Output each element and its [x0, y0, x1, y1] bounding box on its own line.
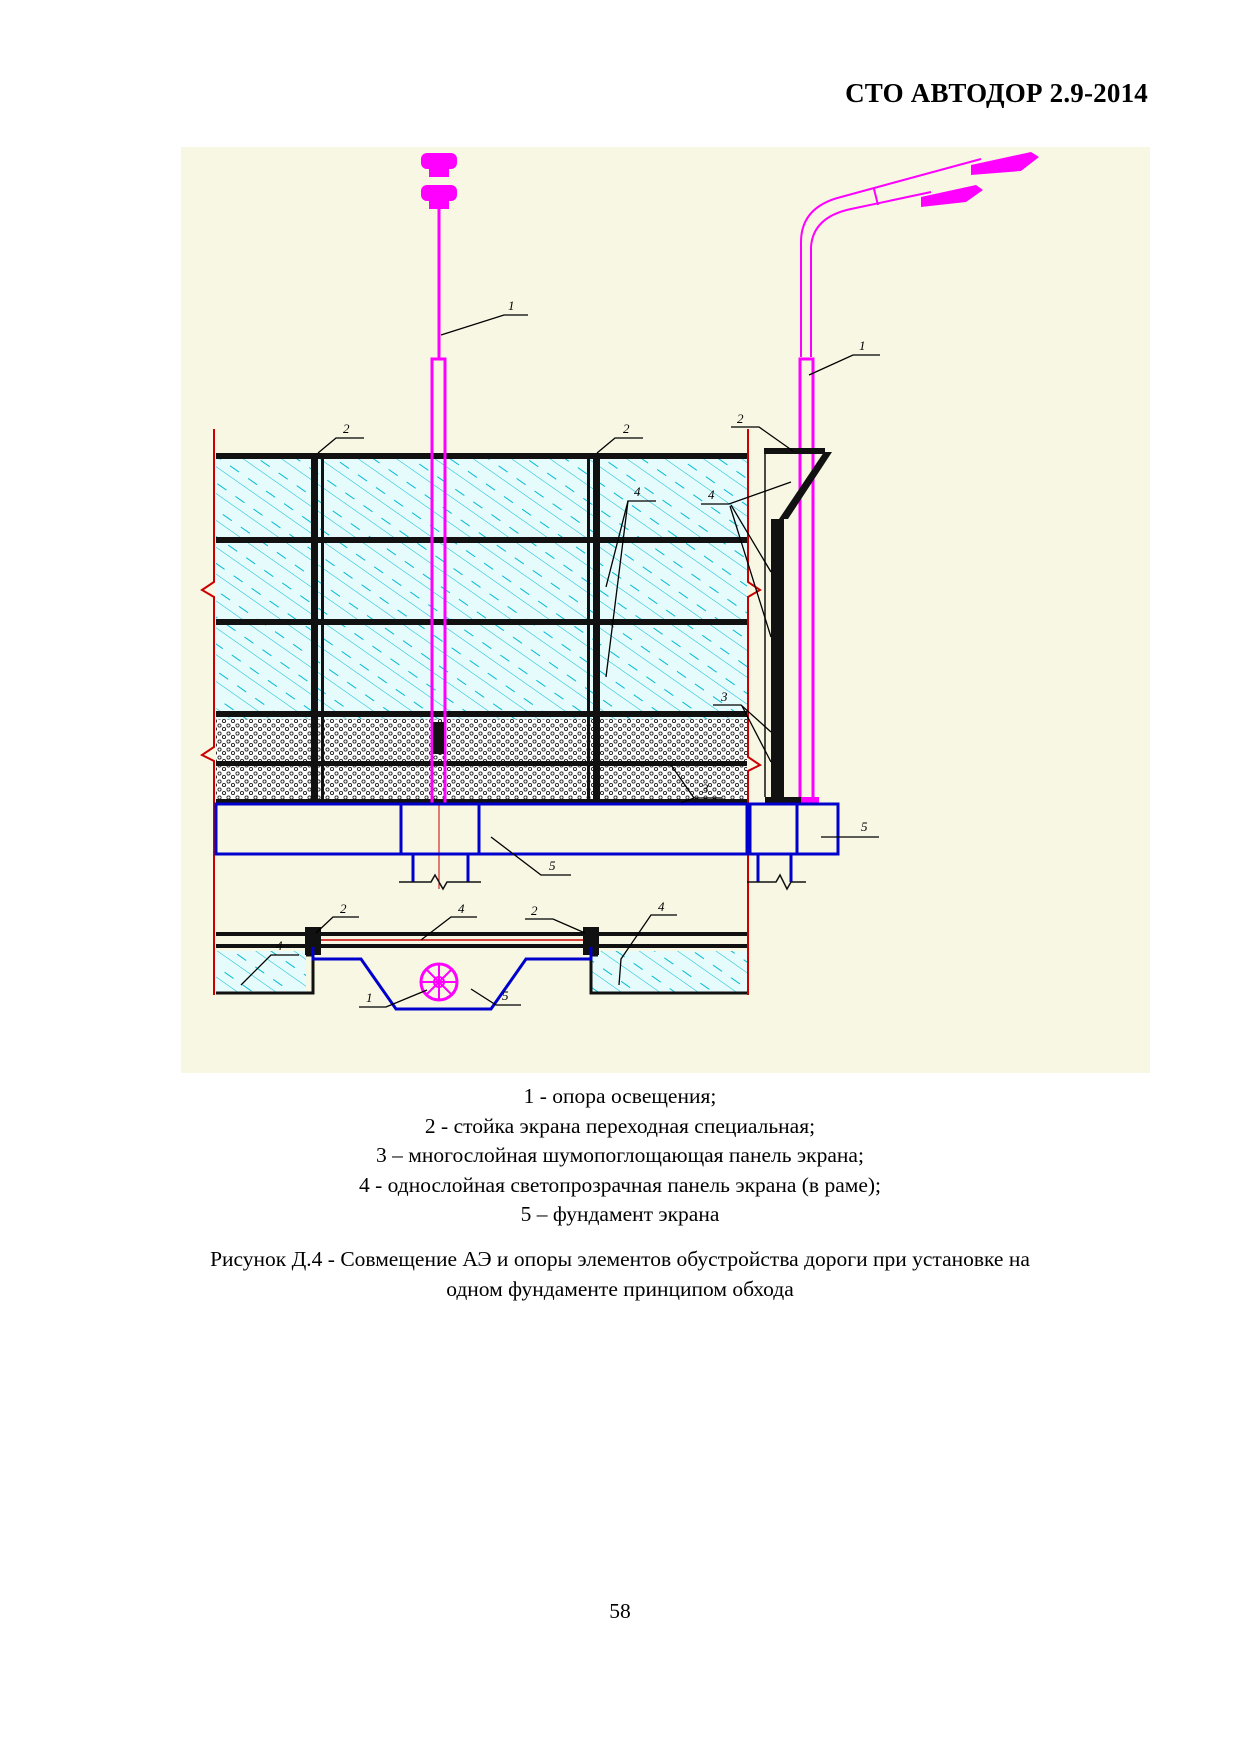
- plan-view: 4 2 4 2 4 1 5: [213, 899, 749, 1011]
- plan-post-right: [583, 927, 599, 955]
- legend-item: 2 - стойка экрана переходная специальная…: [424, 1113, 816, 1138]
- screen-post-right: [593, 453, 600, 801]
- plan-label-2-left: 2: [340, 901, 347, 916]
- glass-panel-hatch: [216, 457, 747, 719]
- side-pole-arm: [800, 158, 982, 357]
- plan-leader-2-left: [315, 916, 359, 934]
- screen-post-left: [311, 453, 318, 801]
- plan-leader-4-right: [618, 914, 677, 986]
- plan-label-1: 1: [366, 990, 373, 1005]
- rail: [216, 711, 747, 717]
- side-leader-3: [713, 704, 772, 733]
- side-label-4: 4: [708, 487, 715, 502]
- screen-post-right-inner: [587, 453, 590, 801]
- plan-leader-1: [359, 989, 428, 1008]
- rail: [216, 761, 747, 766]
- figure-legend: 1 - опора освещения; 2 - стойка экрана п…: [0, 1082, 1240, 1230]
- figure-caption-line: Рисунок Д.4 - Совмещение АЭ и опоры элем…: [210, 1247, 1030, 1271]
- document-code-header: СТО АВТОДОР 2.9-2014: [845, 78, 1148, 108]
- side-section: 1 2 4 3 5: [701, 152, 1039, 891]
- legend-item: 3 – многослойная шумопоглощающая панель …: [376, 1143, 864, 1167]
- plan-frame-left: [216, 953, 315, 995]
- rail: [216, 619, 747, 625]
- ground-break-line: [399, 873, 481, 891]
- plan-leader-4-mid: [420, 916, 477, 941]
- screen-post-left-inner: [321, 453, 324, 801]
- plan-label-4-right: 4: [658, 899, 665, 914]
- leader-3-front-b: [680, 797, 695, 804]
- foundation-block: [399, 802, 481, 856]
- plan-post-left: [305, 927, 321, 955]
- light-pole-lamp-top: [421, 153, 457, 169]
- leader-2-left: [317, 437, 364, 454]
- legend-item: 1 - опора освещения;: [523, 1084, 717, 1108]
- break-line-right: [747, 429, 762, 923]
- side-screen-curved-panel: [779, 452, 832, 519]
- plan-label-5: 5: [502, 988, 509, 1003]
- plan-rail-top: [216, 932, 747, 936]
- label-2-left: 2: [343, 421, 350, 436]
- foundation-beam: [214, 802, 749, 856]
- plan-leader-4-left: [240, 954, 299, 986]
- legend-item: 4 - однослойная светопрозрачная панель э…: [358, 1172, 882, 1197]
- side-pole-base: [797, 797, 819, 804]
- page-number: 58: [609, 1599, 631, 1623]
- rail: [216, 537, 747, 543]
- side-screen-panel: [771, 519, 784, 802]
- side-foundation: [748, 802, 840, 856]
- legend-item: 5 – фундамент экрана: [520, 1202, 720, 1226]
- figure-caption-line: одном фундаменте принципом обхода: [446, 1277, 794, 1301]
- side-leader-4-c: [729, 505, 772, 638]
- plan-glass-left-hatch: [216, 951, 306, 993]
- side-label-2: 2: [737, 411, 744, 426]
- side-ground-break-line: [747, 873, 806, 891]
- side-label-3: 3: [720, 689, 728, 704]
- label-1: 1: [508, 298, 515, 313]
- figure-caption: Рисунок Д.4 - Совмещение АЭ и опоры элем…: [0, 1244, 1240, 1304]
- side-leader-1: [808, 354, 880, 376]
- leader-2-right: [596, 437, 643, 454]
- side-leader-4-b: [730, 504, 772, 573]
- light-pole-lamp-bottom: [421, 185, 457, 201]
- plan-label-4-mid: 4: [458, 901, 465, 916]
- light-pole-lamp-top-neck: [429, 169, 449, 177]
- front-elevation: 1 2 2 4 3 5: [200, 153, 762, 923]
- side-leader-3-b: [741, 705, 772, 763]
- plan-label-2-right: 2: [531, 903, 538, 918]
- side-label-5: 5: [861, 819, 868, 834]
- side-label-1: 1: [859, 338, 866, 353]
- break-line-left: [200, 429, 215, 923]
- side-pole-arm-brace: [873, 188, 879, 206]
- plan-label-4-left: 4: [276, 938, 283, 953]
- plan-rail-mid: [216, 944, 747, 948]
- light-pole-lamp-bottom-neck: [429, 201, 449, 209]
- plan-light-pole-spokes: [421, 964, 457, 1000]
- plan-foundation-outline: [311, 947, 593, 1011]
- light-pole-base-plate: [433, 722, 444, 754]
- leader-1: [440, 314, 528, 336]
- side-screen-foot: [765, 797, 801, 804]
- plan-leader-2-right: [525, 918, 586, 934]
- side-lamp-upper: [971, 152, 1039, 175]
- side-pole-arm-2: [810, 191, 932, 357]
- label-4-front: 4: [634, 484, 641, 499]
- top-rail: [216, 453, 747, 459]
- label-5-front: 5: [549, 858, 556, 873]
- side-screen-cap: [764, 448, 825, 454]
- acoustic-panel-zone: [216, 719, 747, 801]
- label-2-right: 2: [623, 421, 630, 436]
- technical-drawing: 1 2 2 4 3 5 1: [181, 147, 1150, 1073]
- plan-leader-5: [470, 988, 521, 1006]
- leader-5-front: [490, 836, 571, 876]
- plan-glass-right-hatch: [591, 951, 747, 993]
- bottom-rail: [216, 799, 747, 804]
- side-lamp-lower: [921, 185, 983, 207]
- side-leader-4: [701, 481, 792, 505]
- leader-4-front-b: [605, 500, 629, 588]
- label-3-front: 3: [701, 781, 709, 796]
- plan-frame-right: [589, 953, 747, 995]
- side-leader-2: [731, 426, 794, 452]
